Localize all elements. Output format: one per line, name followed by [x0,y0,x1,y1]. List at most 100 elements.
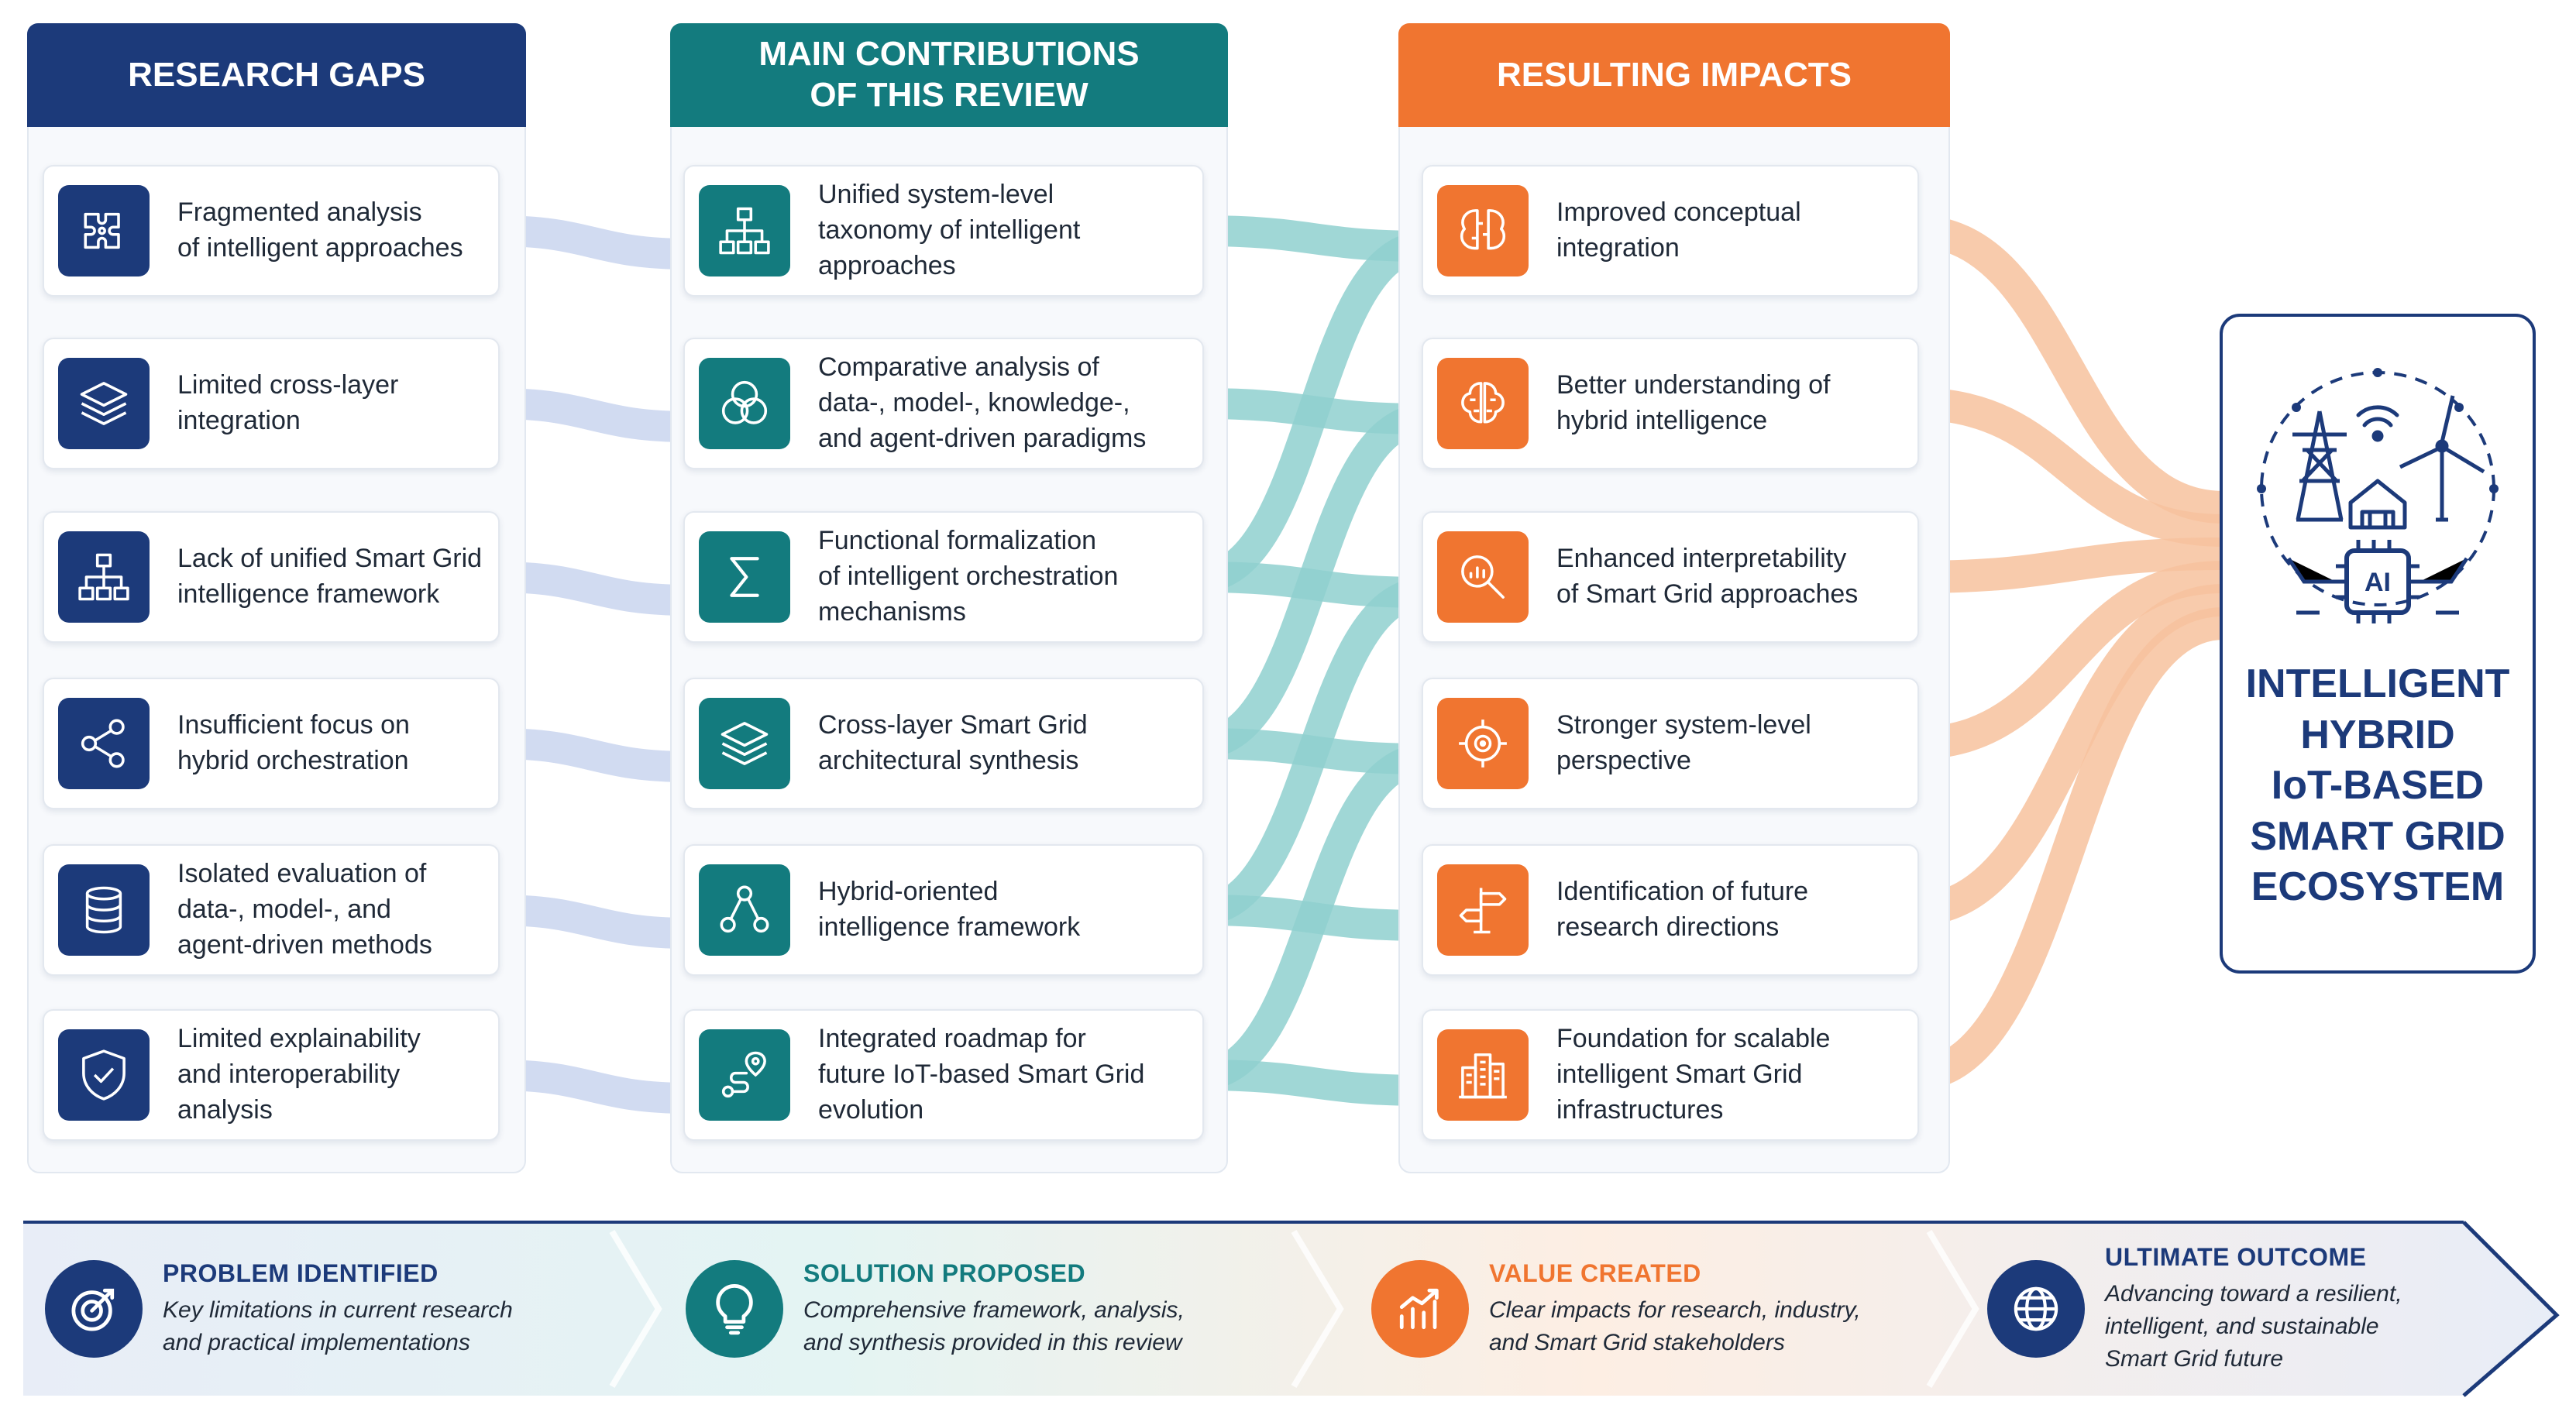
impact-to-hub-link [1913,561,2224,760]
gap-card-hybrid-orchestration: Insufficient focus on hybrid orchestrati… [43,678,500,809]
impact-to-hub-link [1913,215,2224,524]
stage-solution-proposed: SOLUTION PROPOSED Comprehensive framewor… [686,1231,1185,1386]
impact-to-hub-link [1912,607,2225,1091]
gap-text: Limited explainability and interoperabil… [177,1024,421,1125]
lightbulb-icon [686,1260,783,1358]
gap-card-isolated-evaluation: Isolated evaluation of data-, model-, an… [43,844,500,976]
ai-chip-label: AI [2364,568,2391,597]
gap-card-explainability: Limited explainability and interoperabil… [43,1009,500,1141]
gap-to-contribution-link [495,728,690,782]
stage-title: VALUE CREATED [1489,1259,1701,1287]
stage-description: Clear impacts for research, industry, an… [1489,1297,1861,1355]
stage-title: ULTIMATE OUTCOME [2105,1242,2367,1271]
gap-card-unified-framework: Lack of unified Smart Grid intelligence … [43,511,500,643]
gap-to-contribution-link [495,895,690,949]
stage-value-created: VALUE CREATED Clear impacts for research… [1371,1231,1861,1386]
contribution-to-impact-link [1199,577,1427,926]
sigma-icon [699,531,790,623]
impact-text: Foundation for scalable intelligent Smar… [1556,1024,1831,1125]
gap-text: Limited cross-layer integration [177,370,399,435]
brain-icon [1437,358,1529,449]
impact-text: Improved conceptual integration [1556,197,1801,263]
contribution-text: Cross-layer Smart Grid architectural syn… [818,710,1088,775]
gap-to-contribution-link [495,562,690,616]
gap-to-contribution-link [495,215,690,270]
gap-card-cross-layer: Limited cross-layer integration [43,338,500,469]
outcome-banner [23,1221,2560,1397]
gap-text: Fragmented analysis of intelligent appro… [177,197,463,263]
stage-description: Key limitations in current research and … [163,1297,513,1355]
target-icon [1437,698,1529,789]
impact-text: Stronger system-level perspective [1556,710,1811,775]
stage-ultimate-outcome: ULTIMATE OUTCOME Advancing toward a resi… [1987,1231,2402,1386]
contribution-text: Comparative analysis of data-, model-, k… [818,352,1147,453]
ai-chip-icon: AI [2286,540,2469,623]
contribution-text: Integrated roadmap for future IoT-based … [818,1024,1145,1125]
contribution-to-impact-link [1199,404,1427,759]
globe-icon [1987,1260,2085,1358]
contribution-card-hybrid-framework: Hybrid-oriented intelligence framework [683,844,1204,976]
gap-text: Insufficient focus on hybrid orchestrati… [177,710,410,775]
roadmap-pin-icon [699,1029,790,1121]
contributions-header: MAIN CONTRIBUTIONS OF THIS REVIEW [670,23,1228,127]
impact-card-system-perspective: Stronger system-level perspective [1422,678,1919,809]
share-nodes-icon [58,698,150,789]
puzzle-brain-icon [1437,185,1529,276]
contribution-card-taxonomy: Unified system-level taxonomy of intelli… [683,165,1204,297]
magnifier-chart-icon [1437,531,1529,623]
impact-text: Enhanced interpretability of Smart Grid … [1556,544,1859,609]
gap-to-contribution-link [495,388,690,442]
impact-card-hybrid-intelligence: Better understanding of hybrid intellige… [1422,338,1919,469]
stage-title: SOLUTION PROPOSED [803,1259,1086,1287]
taxonomy-icon [699,185,790,276]
node-graph-icon [699,864,790,956]
puzzle-network-icon [58,185,150,276]
contribution-to-impact-link [1200,1060,1426,1106]
ecosystem-hub: AI INTELLIGENT HYBRID IoT-BASED SMART GR… [2220,314,2536,974]
stage-description: Advancing toward a resilient, intelligen… [2105,1280,2402,1372]
growth-chart-icon [1371,1260,1469,1358]
gap-text: Isolated evaluation of data-, model-, an… [177,859,432,960]
house-icon [2348,479,2407,530]
contribution-card-cross-layer-synthesis: Cross-layer Smart Grid architectural syn… [683,678,1204,809]
impact-text: Identification of future research direct… [1556,877,1809,942]
impacts-header: RESULTING IMPACTS [1398,23,1950,127]
contribution-card-roadmap: Integrated roadmap for future IoT-based … [683,1009,1204,1141]
layers-icon [699,698,790,789]
gap-card-fragmented-analysis: Fragmented analysis of intelligent appro… [43,165,500,297]
power-tower-icon [2292,410,2347,522]
impact-card-interpretability: Enhanced interpretability of Smart Grid … [1422,511,1919,643]
contribution-text: Functional formalization of intelligent … [818,526,1119,627]
stage-problem-identified: PROBLEM IDENTIFIED Key limitations in cu… [45,1231,513,1386]
impact-text: Better understanding of hybrid intellige… [1556,370,1831,435]
contribution-card-formalization: Functional formalization of intelligent … [683,511,1204,643]
research-gaps-header: RESEARCH GAPS [27,23,526,127]
venn-circles-icon [699,358,790,449]
hierarchy-icon [58,531,150,623]
impact-card-conceptual-integration: Improved conceptual integration [1422,165,1919,297]
contribution-text: Unified system-level taxonomy of intelli… [818,180,1081,280]
wifi-icon [2356,405,2399,442]
gap-to-contribution-link [495,1060,690,1114]
impact-to-hub-link [1913,584,2224,926]
impact-card-scalable-infrastructures: Foundation for scalable intelligent Smar… [1422,1009,1919,1141]
wind-turbine-icon [2399,395,2485,522]
signpost-icon [1437,864,1529,956]
impact-card-future-directions: Identification of future research direct… [1422,844,1919,976]
stage-title: PROBLEM IDENTIFIED [163,1259,439,1287]
impact-to-hub-link [1913,387,2224,547]
database-icon [58,864,150,956]
buildings-icon [1437,1029,1529,1121]
impact-to-hub-link [1913,537,2224,593]
contribution-text: Hybrid-oriented intelligence framework [818,877,1081,942]
contribution-card-comparative-analysis: Comparative analysis of data-, model-, k… [683,338,1204,469]
hub-title: INTELLIGENT HYBRID IoT-BASED SMART GRID … [2245,661,2510,910]
shield-check-icon [58,1029,150,1121]
layers-icon [58,358,150,449]
contribution-to-impact-link [1199,744,1427,1090]
smart-grid-ecosystem-graphic: AI [2257,368,2499,623]
stage-description: Comprehensive framework, analysis, and s… [803,1297,1185,1355]
target-arrow-icon [45,1260,143,1358]
contribution-to-impact-link [1199,231,1427,592]
